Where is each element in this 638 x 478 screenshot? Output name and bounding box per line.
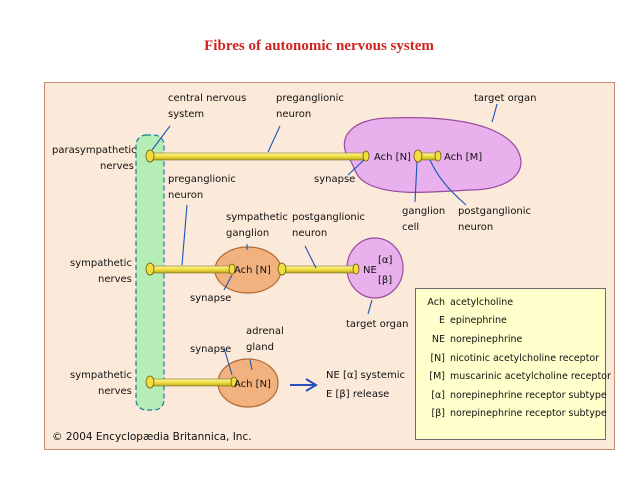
ganglion-cell-body [413,149,423,163]
legend-description: acetylcholine [450,296,514,308]
legend-abbreviation: NE [431,333,445,345]
label-central-nervous-system: central nervous system [168,93,249,120]
pointer-target-organ-mid [367,299,373,315]
copyright-text: © 2004 Encyclopædia Britannica, Inc. [52,431,252,443]
pointer-postganglionic-mid [304,245,317,269]
legend-description: epinephrine [450,315,507,327]
pointer-central-nervous-system [151,125,171,151]
pointer-synapse-top [347,159,365,176]
label-preganglionic-neuron-top: preganglionic neuron [276,93,347,120]
terminal-sympathetic-post [352,263,360,275]
label-sympathetic-nerves-1: sympathetic nerves [70,258,135,285]
sympathetic-preganglionic-fibre [149,265,233,274]
label-adrenal-gland: adrenal gland [246,326,287,353]
legend-abbreviation: Ach [427,296,445,308]
adrenal-preganglionic-fibre [149,378,235,387]
label-release-line2: E [β] release [326,389,389,400]
legend-abbreviation: [β] [431,408,445,420]
legend-abbreviation: [M] [429,371,445,383]
release-arrow-icon [290,378,318,392]
label-target-organ-top: target organ [474,93,536,104]
label-ach-m-top: Ach [M] [444,152,482,163]
terminal-ganglion-cell [434,150,442,162]
cell-body-sympathetic-post [277,262,287,276]
legend-item: [α] norepinephrine receptor subtype [420,386,607,405]
label-ach-n-mid: Ach [N] [234,265,271,276]
sympathetic-postganglionic-fibre [281,265,357,274]
label-synapse-mid: synapse [190,293,231,304]
label-postganglionic-neuron-mid: postganglionic neuron [292,212,368,239]
terminal-adrenal [230,376,238,388]
label-ach-n-bottom: Ach [N] [234,379,271,390]
legend-description: norepinephrine [450,333,523,345]
pointer-synapse-bottom [223,347,233,376]
pointer-preganglionic-top [267,125,281,153]
cell-body-parasympathetic [145,149,155,163]
label-sympathetic-ganglion: sympathetic ganglion [226,212,291,239]
legend-abbreviation: [α] [431,389,445,401]
label-alpha-mid: [α] [378,255,392,266]
label-ne-mid: NE [363,265,377,276]
legend-item: [β] norepinephrine receptor subtype [420,405,607,424]
legend-description: norepinephrine receptor subtype [450,389,607,401]
legend-description: nicotinic acetylcholine receptor [450,352,600,364]
label-parasympathetic-nerves: parasympathetic nerves [52,145,140,172]
pointer-adrenal-gland [249,359,253,371]
legend-item: [N] nicotinic acetylcholine receptor [420,349,605,368]
label-synapse-top: synapse [314,174,355,185]
legend-abbreviation: [N] [430,352,445,364]
terminal-parasympathetic [362,150,370,162]
pointer-target-organ-top [491,103,498,123]
pointer-ganglion-cell [414,161,418,203]
label-sympathetic-nerves-2: sympathetic nerves [70,370,135,397]
pointer-synapse-mid [223,274,233,291]
legend-item: NE norepinephrine [420,330,605,349]
label-postganglionic-neuron-right: postganglionic neuron [458,206,534,233]
legend-description: norepinephrine receptor subtype [450,408,607,420]
label-synapse-bottom: synapse [190,344,231,355]
cell-body-adrenal [145,375,155,389]
label-release-line1: NE [α] systemic [326,370,405,381]
label-target-organ-mid: target organ [346,319,408,330]
cell-body-sympathetic [145,262,155,276]
pointer-preganglionic-mid [181,204,188,266]
page-title: Fibres of autonomic nervous system [204,38,434,54]
legend-item: Ach acetylcholine [420,293,605,312]
label-beta-mid: [β] [378,275,392,286]
parasympathetic-preganglionic-fibre [149,152,367,161]
terminal-sympathetic-pre [228,263,236,275]
legend-item: [M] muscarinic acetylcholine receptor [420,367,611,386]
label-preganglionic-neuron-mid: preganglionic neuron [168,174,239,201]
pointer-postganglionic-right [429,159,467,206]
legend-abbreviation: E [438,315,445,327]
legend-description: muscarinic acetylcholine receptor [450,371,611,383]
label-ganglion-cell: ganglion cell [402,206,448,233]
label-ach-n-top: Ach [N] [374,152,411,163]
